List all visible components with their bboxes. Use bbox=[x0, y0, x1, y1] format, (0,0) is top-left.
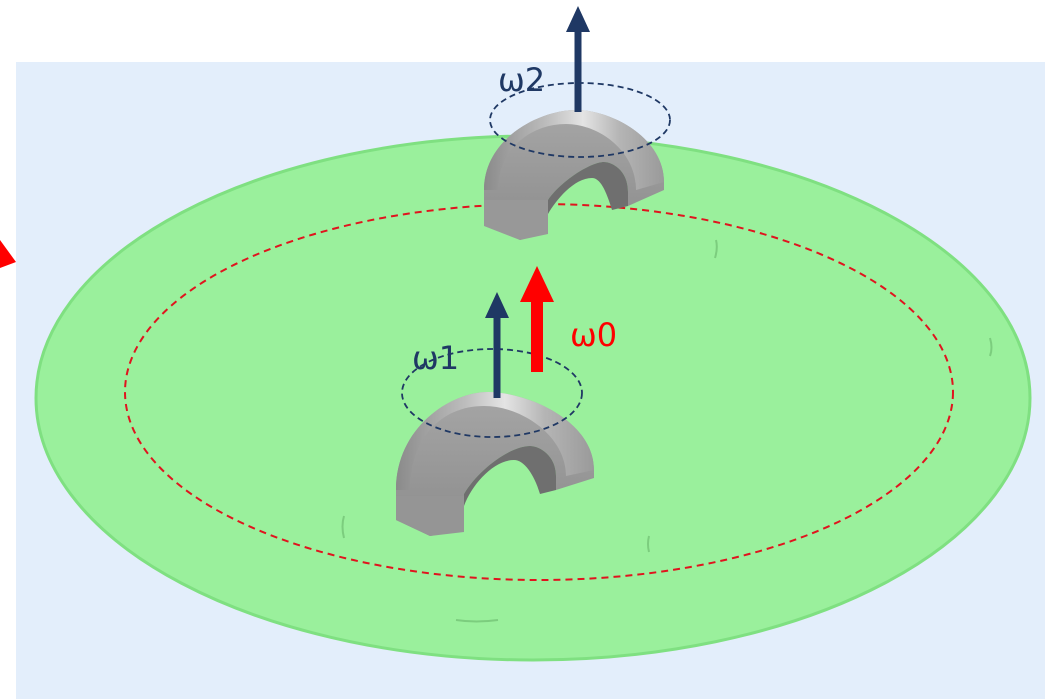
omega1-arrow bbox=[485, 292, 509, 398]
omega1-label: ω1 bbox=[412, 339, 459, 377]
spin-circle-lower bbox=[401, 348, 583, 438]
omega2-arrow bbox=[566, 6, 590, 112]
offscreen-arrow-tip bbox=[0, 240, 16, 268]
disk-surface-marks bbox=[341, 239, 993, 623]
omega0-label: ω0 bbox=[570, 316, 617, 354]
omega0-arrow bbox=[520, 266, 554, 372]
omega2-label: ω2 bbox=[498, 61, 545, 99]
arch-object-upper bbox=[484, 110, 664, 240]
